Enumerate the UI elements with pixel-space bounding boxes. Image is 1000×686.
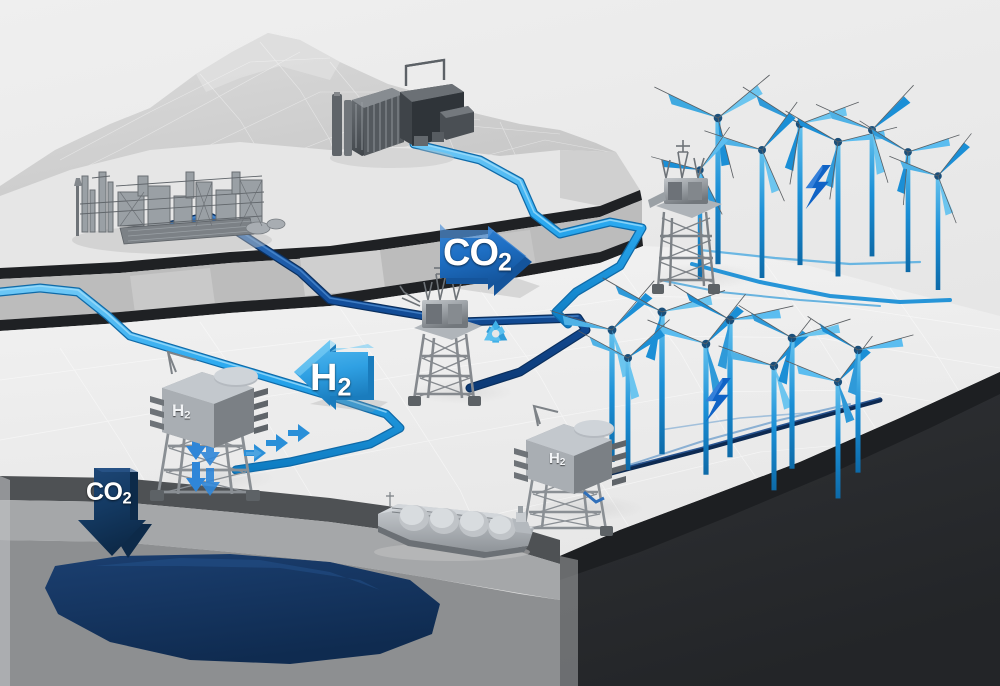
platform-leg-flow-arrows xyxy=(186,424,220,496)
lng-carrier-ship xyxy=(374,492,534,561)
recycling-symbol xyxy=(484,320,508,343)
co2-injection-arrow xyxy=(78,468,152,558)
wind-farm-upper-right xyxy=(651,74,972,290)
onshore-refinery-complex xyxy=(72,171,286,254)
h2-production-platform-right xyxy=(514,404,626,536)
h2-production-platform-left xyxy=(150,350,268,501)
offshore-substation-platform xyxy=(648,140,722,294)
h2-transport-arrow xyxy=(294,340,388,412)
h2-flow-arrow-markers xyxy=(244,424,310,462)
co2-pipeline-powerplant-to-platform xyxy=(409,139,647,329)
upper-wind-farm-cable xyxy=(659,248,952,307)
onshore-power-plant xyxy=(330,58,474,168)
central-offshore-platform xyxy=(399,262,482,406)
co2-transport-arrow xyxy=(440,224,540,298)
subsea-co2-storage-reservoir xyxy=(45,554,440,664)
seabed-cross-section xyxy=(0,476,560,686)
right-cliff-cutaway xyxy=(560,372,1000,686)
wind-farm-lower-right xyxy=(550,277,914,499)
